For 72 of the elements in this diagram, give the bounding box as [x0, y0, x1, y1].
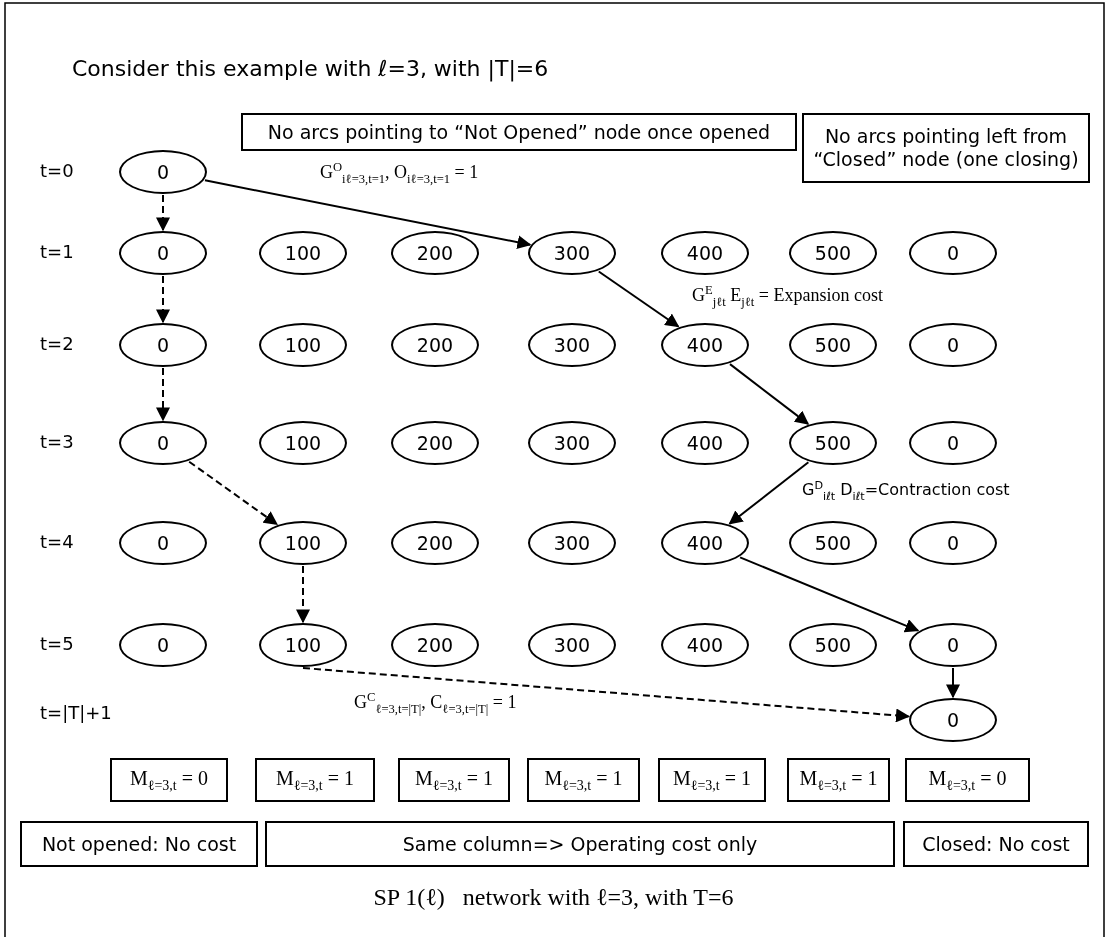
- state-ellipse: 500: [789, 521, 877, 565]
- state-ellipse: 300: [528, 623, 616, 667]
- state-ellipse: 100: [259, 623, 347, 667]
- arrow: [597, 270, 680, 328]
- formula-box: M$_{ℓ=3,t}$ = 1: [398, 758, 510, 802]
- formula-box: M$_{ℓ=3,t}$ = 1: [527, 758, 640, 802]
- row-label: t=2: [40, 333, 74, 354]
- state-ellipse: 500: [789, 421, 877, 465]
- state-ellipse: 200: [391, 421, 479, 465]
- edge-label: G$^{D}$$_{iℓt}$ D$_{iℓt}$=Contraction cost: [800, 479, 1012, 503]
- state-ellipse: 500: [789, 323, 877, 367]
- state-ellipse: 0: [119, 521, 207, 565]
- state-ellipse: 0: [119, 323, 207, 367]
- arrow: [203, 179, 532, 250]
- state-ellipse: 0: [119, 421, 207, 465]
- state-ellipse: 0: [909, 421, 997, 465]
- row-label: t=4: [40, 531, 74, 552]
- arrow: [729, 363, 810, 425]
- state-ellipse: 100: [259, 231, 347, 275]
- state-ellipse: 0: [909, 323, 997, 367]
- formula-box: M$_{ℓ=3,t}$ = 1: [658, 758, 766, 802]
- arrow: [946, 667, 960, 699]
- arrow: [156, 367, 170, 422]
- state-ellipse: 300: [528, 521, 616, 565]
- state-ellipse: 0: [119, 231, 207, 275]
- state-ellipse: 0: [909, 698, 997, 742]
- row-label: t=1: [40, 241, 74, 262]
- note-box: Closed: No cost: [903, 821, 1089, 867]
- edge-label: G$^{C}$$_{ℓ=3,t=|T|}$, C$_{ℓ=3,t=|T|}$ = 1: [352, 690, 519, 717]
- state-ellipse: 500: [789, 623, 877, 667]
- formula-box: M$_{ℓ=3,t}$ = 1: [255, 758, 375, 802]
- formula-box: M$_{ℓ=3,t}$ = 0: [110, 758, 228, 802]
- state-ellipse: 0: [909, 623, 997, 667]
- arrow: [739, 556, 920, 633]
- arrow: [156, 194, 170, 232]
- formula-box: M$_{ℓ=3,t}$ = 1: [787, 758, 890, 802]
- row-label: t=0: [40, 160, 74, 181]
- state-ellipse: 100: [259, 521, 347, 565]
- state-ellipse: 400: [661, 323, 749, 367]
- caption: SP 1(ℓ) network with ℓ=3, with T=6: [373, 884, 734, 910]
- row-label: t=5: [40, 633, 74, 654]
- state-ellipse: 400: [661, 521, 749, 565]
- row-label: t=|T|+1: [40, 702, 112, 723]
- state-ellipse: 0: [119, 623, 207, 667]
- state-ellipse: 400: [661, 421, 749, 465]
- state-ellipse: 100: [259, 323, 347, 367]
- state-ellipse: 300: [528, 231, 616, 275]
- arrow: [302, 667, 910, 723]
- state-ellipse: 0: [909, 231, 997, 275]
- state-ellipse: 400: [661, 623, 749, 667]
- arrow: [296, 565, 310, 624]
- formula-box: M$_{ℓ=3,t}$ = 0: [905, 758, 1030, 802]
- row-label: t=3: [40, 431, 74, 452]
- arrow: [156, 275, 170, 324]
- note-box: Same column=> Operating cost only: [265, 821, 895, 867]
- state-ellipse: 200: [391, 323, 479, 367]
- note-box: No arcs pointing to “Not Opened” node once opened: [241, 113, 797, 151]
- state-ellipse: 300: [528, 323, 616, 367]
- state-ellipse: 200: [391, 623, 479, 667]
- note-box: Not opened: No cost: [20, 821, 258, 867]
- state-ellipse: 200: [391, 521, 479, 565]
- state-ellipse: 400: [661, 231, 749, 275]
- state-ellipse: 0: [119, 150, 207, 194]
- note-box: No arcs pointing left from “Closed” node (one closing): [802, 113, 1090, 183]
- edge-label: G$^{O}$$_{iℓ=3,t=1}$, O$_{iℓ=3,t=1}$ = 1: [318, 160, 481, 187]
- state-ellipse: 0: [909, 521, 997, 565]
- state-ellipse: 200: [391, 231, 479, 275]
- edge-label: G$^{E}$$_{jℓt}$ E$_{jℓt}$ = Expansion cost: [690, 283, 885, 310]
- state-ellipse: 300: [528, 421, 616, 465]
- title: Consider this example with ℓ=3, with |T|=6: [72, 56, 549, 81]
- state-ellipse: 100: [259, 421, 347, 465]
- state-ellipse: 500: [789, 231, 877, 275]
